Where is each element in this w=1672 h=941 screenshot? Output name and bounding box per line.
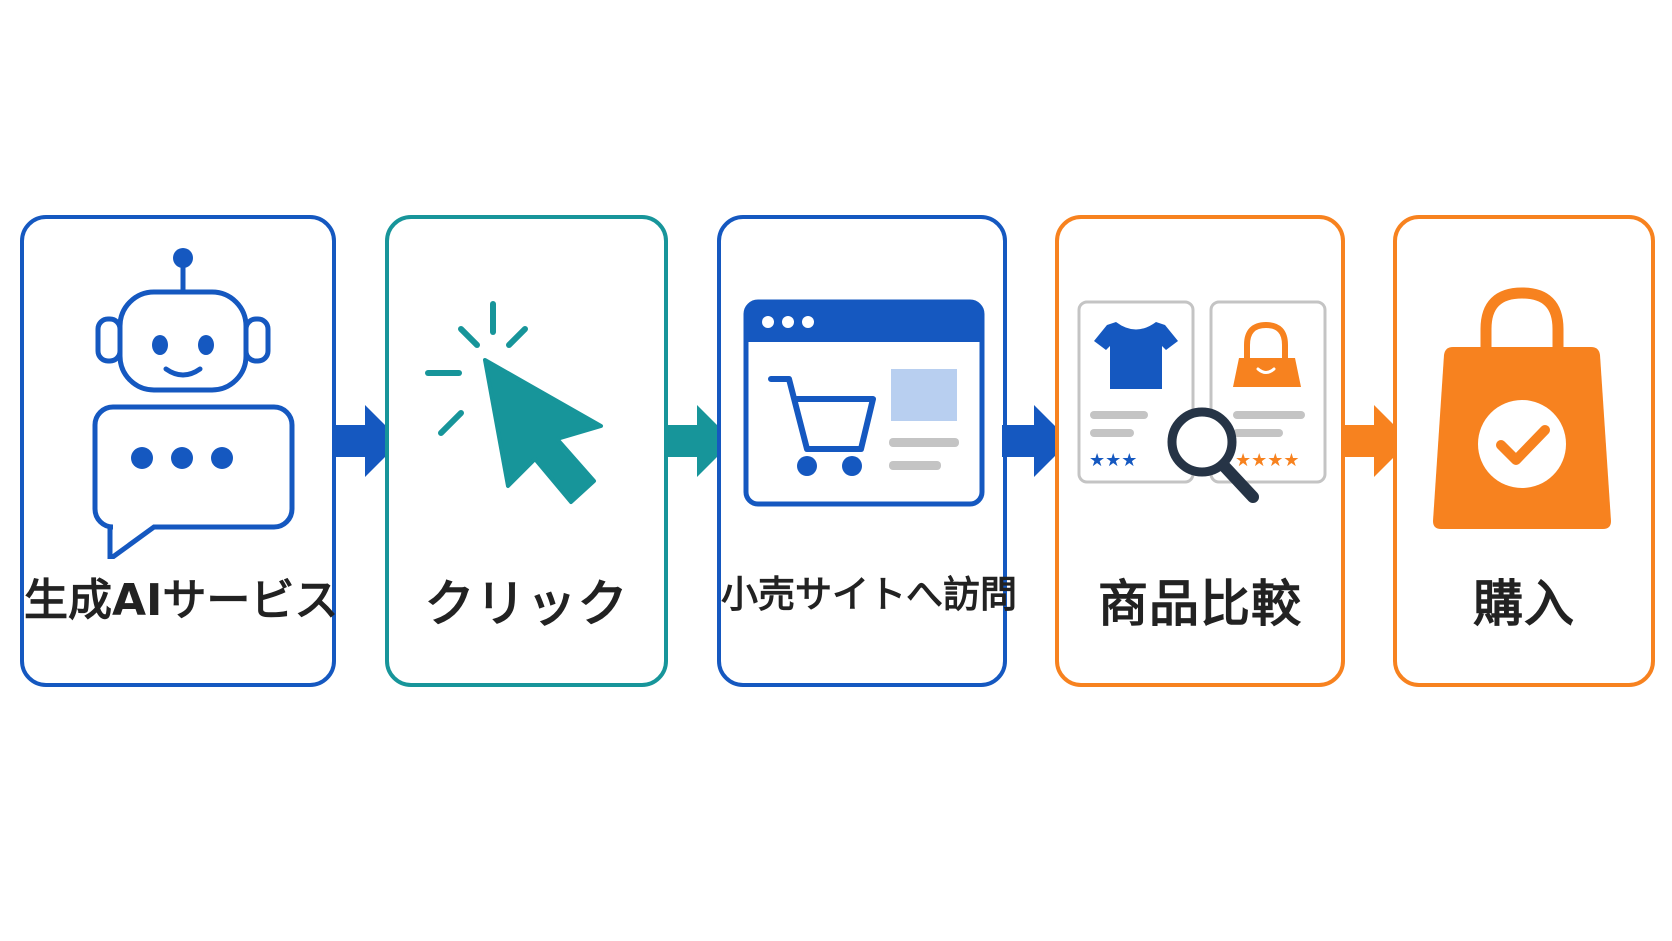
step-card-click: クリック xyxy=(385,215,668,687)
product-compare-icon: ★★★ ★★★★ xyxy=(1077,300,1327,503)
arrow-right-icon xyxy=(333,405,401,477)
step-label: 小売サイトへ訪問 xyxy=(721,573,1017,616)
step-card-compare: ★★★ ★★★★ 商品比較 xyxy=(1055,215,1345,687)
arrow-right-icon xyxy=(1002,405,1070,477)
robot-chat-icon xyxy=(92,248,295,559)
step-label: 商品比較 xyxy=(1098,575,1302,633)
svg-text:★★★★: ★★★★ xyxy=(1235,450,1300,471)
step-card-purchase: 購入 xyxy=(1393,215,1655,687)
browser-cart-icon xyxy=(743,299,985,507)
cursor-click-icon xyxy=(425,301,603,504)
arrow-right-icon xyxy=(1342,405,1410,477)
step-card-retail-site: 小売サイトへ訪問 xyxy=(717,215,1017,687)
step-label: クリック xyxy=(424,575,629,633)
step-label: 生成AIサービス xyxy=(24,575,339,626)
svg-text:★★★: ★★★ xyxy=(1089,450,1137,471)
shopping-bag-check-icon xyxy=(1433,287,1611,529)
arrow-right-icon xyxy=(665,405,733,477)
step-label: 購入 xyxy=(1473,575,1575,633)
step-card-ai-service: 生成AIサービス xyxy=(20,215,339,687)
